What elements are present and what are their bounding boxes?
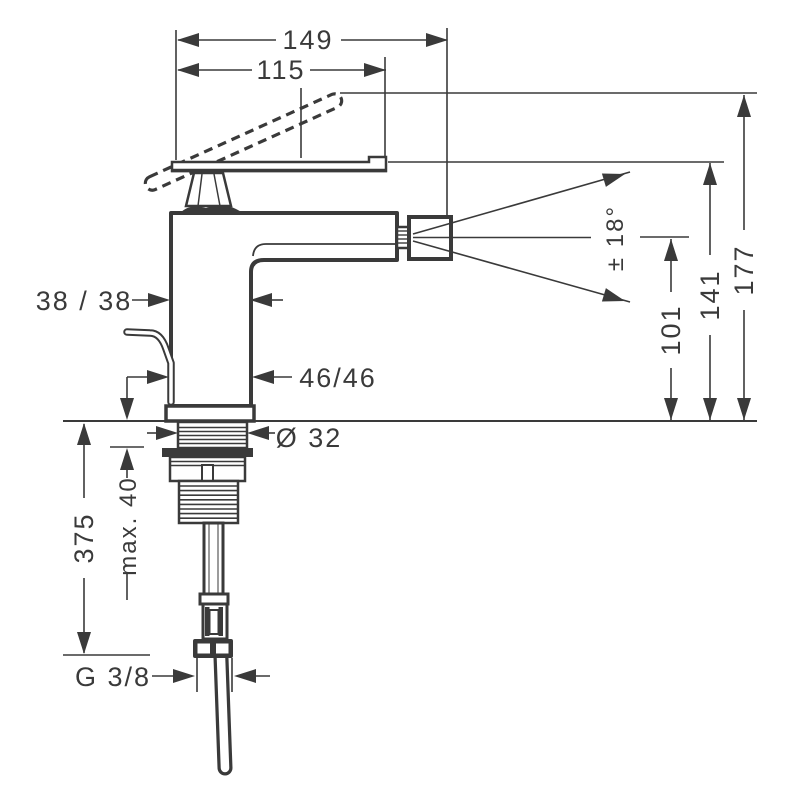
dimension-149: 149	[177, 25, 448, 55]
dimension-g38: G 3/8	[75, 662, 270, 692]
spray-line-lower	[412, 240, 631, 303]
arrowhead	[250, 293, 272, 307]
arrowhead	[173, 669, 195, 683]
spout-inner-contour	[252, 243, 395, 257]
cone-inner-line-right	[213, 173, 221, 207]
dim-max40-label: max. 40	[115, 476, 142, 575]
dim-38-label: 38 / 38	[36, 286, 133, 316]
deck-washer	[162, 448, 253, 457]
arrowhead	[120, 448, 134, 470]
spout-body	[169, 211, 399, 408]
arrowhead	[77, 423, 91, 445]
dim-375-label: 375	[69, 512, 99, 563]
arrowhead	[234, 669, 256, 683]
cone-inner-line-left	[197, 173, 203, 207]
dimension-375: 375	[69, 423, 99, 654]
arrowhead	[703, 163, 717, 185]
arrowhead	[737, 398, 751, 420]
spray-line-upper	[412, 171, 631, 235]
lever-raised-dashed	[143, 92, 344, 192]
bidet-mixer	[123, 155, 453, 776]
dim-dia32-label: Ø 32	[276, 423, 343, 453]
thread-upper-stripes	[179, 426, 246, 445]
popup-rod-inner	[125, 330, 173, 404]
nut-tab	[201, 464, 214, 482]
supply-hose	[193, 602, 233, 776]
arrowhead	[426, 33, 448, 47]
arrowhead	[148, 293, 170, 307]
arrowhead	[247, 426, 269, 440]
dimension-46-46: 46/46	[127, 363, 377, 393]
arrowhead	[364, 63, 386, 77]
arrowhead	[120, 398, 134, 420]
dim-115-label: 115	[256, 55, 305, 85]
connector-window	[208, 609, 220, 635]
arrowhead	[77, 632, 91, 654]
dim-101-label: 101	[656, 304, 686, 355]
hose-inner	[216, 653, 230, 773]
dimension-max-40: max. 40	[115, 377, 142, 600]
dim-149-label: 149	[282, 25, 333, 55]
dim-177-label: 177	[729, 244, 759, 295]
arrowhead	[177, 33, 199, 47]
arrowhead	[601, 288, 625, 302]
arrowhead	[703, 398, 717, 420]
arrowhead	[156, 426, 178, 440]
arrowhead	[601, 173, 625, 187]
dimension-101: 101	[656, 239, 686, 420]
arrowhead	[147, 370, 169, 384]
lever-raised-outline	[143, 92, 344, 192]
handle-cone	[180, 171, 243, 213]
angle-label: ± 18°	[602, 205, 629, 271]
dimension-115: 115	[177, 55, 386, 85]
thread-lower	[177, 479, 240, 525]
thread-lower-stripes	[180, 485, 237, 520]
dim-g38-label: G 3/8	[75, 662, 151, 692]
dim-46-label: 46/46	[299, 363, 377, 393]
dimension-177: 177	[729, 95, 759, 420]
dimension-141: 141	[695, 163, 725, 420]
dimension-diameter-32: Ø 32	[147, 423, 343, 453]
threaded-shank	[162, 420, 253, 606]
arrowhead	[664, 239, 678, 261]
dim-141-label: 141	[695, 269, 725, 320]
popup-rod	[123, 328, 175, 406]
shank-tube	[202, 521, 225, 596]
dimension-38-38: 38 / 38	[36, 286, 283, 316]
extension-lines	[63, 28, 757, 692]
arrowhead	[664, 398, 678, 420]
base-plate	[164, 404, 256, 423]
arrowhead	[177, 63, 199, 77]
cone-outline	[184, 171, 233, 208]
arrowhead	[737, 95, 751, 117]
arrowhead	[252, 370, 274, 384]
angle-annotation: ± 18°	[412, 171, 631, 303]
